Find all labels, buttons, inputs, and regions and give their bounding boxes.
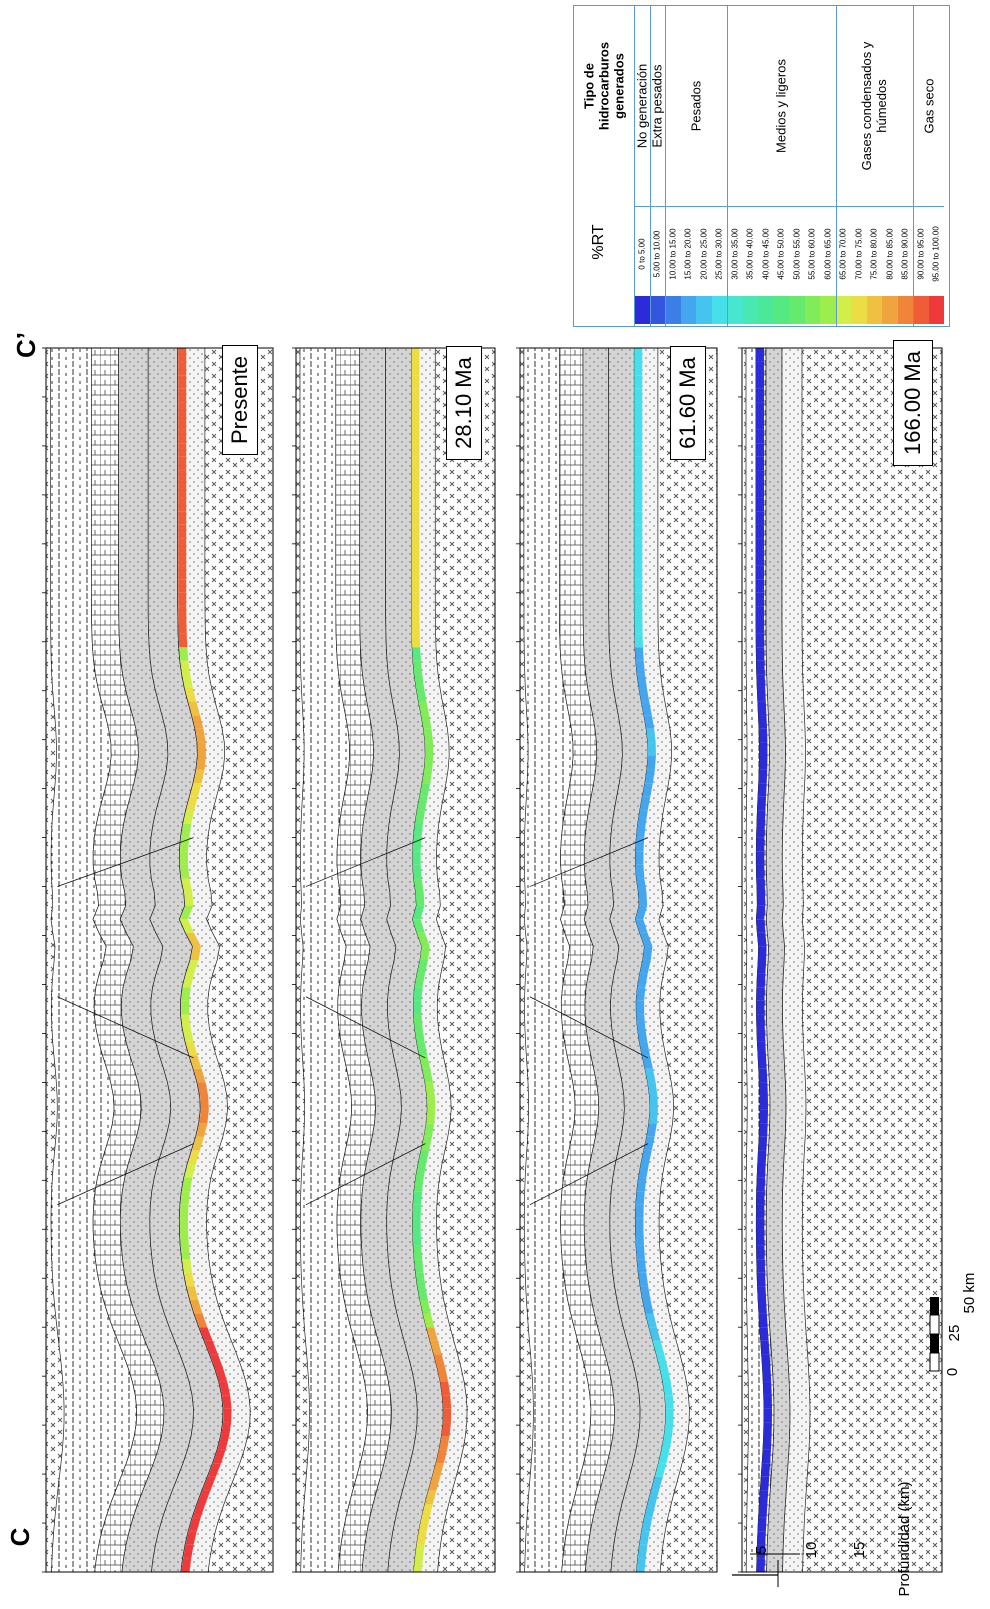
legend-range-17: 85.00 to 90.00 [900,228,910,280]
legend-swatch-19 [928,296,944,324]
legend-range-16: 80.00 to 85.00 [885,228,895,280]
legend-swatch-16 [882,296,898,324]
legend-swatch-14 [851,296,867,324]
scale-label-25: 25 [946,1324,963,1342]
depth-tick-5: 5 [753,1545,770,1555]
legend-range-0: 0 to 5.00 [637,238,647,270]
legend-swatch-11 [804,296,820,324]
legend-type-0: No generación [634,63,650,149]
legend-type-1: Extra pesados [649,64,665,148]
legend-divider-2 [665,6,666,326]
legend-range-6: 30.00 to 35.00 [730,228,740,280]
legend-range-1: 5.00 to 10.00 [652,230,662,278]
section-panel-p166 [738,347,943,1573]
legend-swatch-9 [773,296,789,324]
legend-swatch-8 [758,296,774,324]
legend-swatch-10 [789,296,805,324]
legend-header-col [574,6,635,326]
legend-range-5: 25.00 to 30.00 [714,228,724,280]
legend-swatch-12 [820,296,836,324]
legend-swatch-18 [913,296,929,324]
age-box-presente: Presente [222,345,258,455]
legend-divider-4 [835,6,837,326]
legend-swatch-7 [742,296,758,324]
legend-type-3: Medios y ligeros [773,59,789,153]
legend-swatch-13 [835,296,851,324]
depth-tick-10: 10 [803,1541,820,1559]
legend-range-13: 65.00 to 70.00 [838,228,848,280]
legend-range-19: 95.00 to 100.00 [931,226,941,282]
legend-swatch-1 [649,296,665,324]
legend-swatch-3 [680,296,696,324]
legend-range-4: 20.00 to 25.00 [699,228,709,280]
age-box-28: 28.10 Ma [446,346,482,460]
legend-range-9: 45.00 to 50.00 [776,228,786,280]
legend-divider-3 [727,6,728,326]
legend-range-14: 70.00 to 75.00 [854,228,864,280]
depth-tick-15: 15 [851,1541,868,1559]
scale-label-0: 0 [944,1367,961,1377]
legend-type-4: Gases condensados y húmedos [859,41,890,171]
section-panel-p61 [516,347,718,1573]
age-box-166: 166.00 Ma [893,340,933,466]
legend-divider-1 [649,6,651,326]
legend-range-11: 55.00 to 60.00 [807,228,817,280]
legend-divider-5 [913,6,914,326]
legend-range-7: 35.00 to 40.00 [745,228,755,280]
legend-range-3: 15.00 to 20.00 [683,228,693,280]
legend-type-5: Gas seco [921,78,936,134]
age-box-61: 61.60 Ma [670,346,706,460]
label-c: C [5,1527,35,1547]
legend-swatch-5 [711,296,727,324]
section-panel-present [42,347,274,1573]
legend-range-18: 90.00 to 95.00 [916,228,926,280]
legend-range-2: 10.00 to 15.00 [668,228,678,280]
legend-swatch-15 [866,296,882,324]
legend-range-12: 60.00 to 65.00 [823,228,833,280]
legend-swatch-2 [665,296,681,324]
legend-range-8: 40.00 to 45.00 [761,228,771,280]
legend-range-15: 75.00 to 80.00 [869,228,879,280]
section-panel-p28 [292,347,496,1573]
legend-type-2: Pesados [688,80,704,132]
legend-swatch-0 [634,296,650,324]
legend-swatch-17 [897,296,913,324]
label-c-prime: C’ [11,332,41,358]
legend-hline [634,206,944,207]
legend-range-10: 50.00 to 55.00 [792,228,802,280]
scale-label-50km: 50 km [961,1272,978,1314]
depth-axis-title: Profundidad (km) [896,1481,913,1597]
legend-swatch-6 [727,296,743,324]
legend-swatch-4 [696,296,712,324]
